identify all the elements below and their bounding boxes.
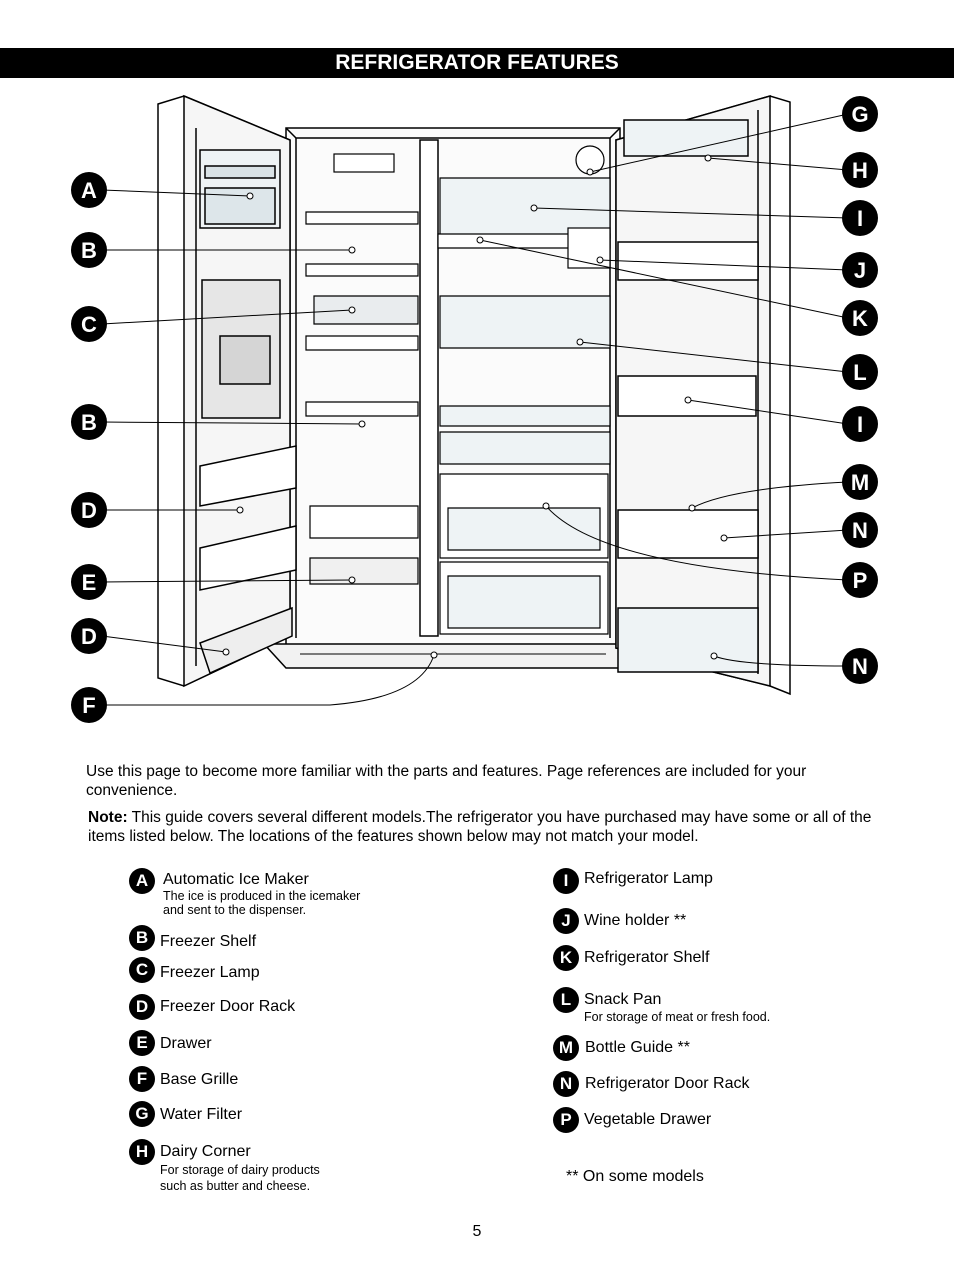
svg-text:K: K: [852, 306, 868, 331]
leader-endpoints: [222, 154, 728, 660]
leader-lines: [101, 113, 849, 706]
legend-badge: H: [129, 1139, 155, 1165]
legend-desc: and sent to the dispenser.: [163, 903, 307, 917]
legend-label: Drawer: [160, 1035, 212, 1052]
legend-label: Vegetable Drawer: [584, 1111, 712, 1128]
legend-label: Freezer Door Rack: [160, 998, 296, 1015]
svg-text:B: B: [81, 238, 97, 263]
svg-text:M: M: [851, 470, 869, 495]
callout-i: I: [842, 200, 878, 236]
legend-badge: D: [129, 994, 155, 1020]
legend-badge: G: [129, 1101, 155, 1127]
legend-badge: A: [129, 868, 155, 894]
legend-desc: such as butter and cheese.: [160, 1179, 311, 1193]
legend-label: Freezer Lamp: [160, 964, 260, 981]
legend-label: Freezer Shelf: [160, 933, 257, 950]
legend-badge: C: [129, 957, 155, 983]
legend-label: Water Filter: [160, 1106, 243, 1123]
callout-m: M: [842, 464, 878, 500]
callout-n: N: [842, 512, 878, 548]
legend-badge: B: [129, 925, 155, 951]
callout-n-2: N: [842, 648, 878, 684]
legend-badge: L: [553, 987, 579, 1013]
callout-e: E: [71, 564, 107, 600]
svg-text:J: J: [854, 258, 866, 283]
legend-desc: The ice is produced in the icemaker: [163, 889, 361, 903]
footnote: ** On some models: [566, 1168, 704, 1185]
legend-badge: J: [553, 908, 579, 934]
note-label: Note:: [88, 809, 128, 826]
callout-h: H: [842, 152, 878, 188]
legend-badge: P: [553, 1107, 579, 1133]
svg-text:I: I: [857, 206, 863, 231]
callouts-left: A B C B D E D F: [71, 172, 107, 723]
legend-label: Snack Pan: [584, 991, 662, 1008]
callout-d: D: [71, 492, 107, 528]
legend-label: Dairy Corner: [160, 1143, 251, 1160]
legend-badge: F: [129, 1066, 155, 1092]
svg-text:L: L: [853, 360, 866, 385]
callout-l: L: [842, 354, 878, 390]
svg-text:D: D: [81, 498, 97, 523]
callout-c: C: [71, 306, 107, 342]
svg-text:B: B: [81, 410, 97, 435]
note-paragraph: Note: This guide covers several differen…: [88, 808, 888, 846]
page-number: 5: [472, 1223, 482, 1240]
intro-paragraph: Use this page to become more familiar wi…: [86, 763, 807, 799]
refrigerator-outline: [157, 94, 791, 696]
svg-text:I: I: [857, 412, 863, 437]
page-title: REFRIGERATOR FEATURES: [335, 51, 619, 74]
callout-p: P: [842, 562, 878, 598]
note-text: This guide covers several different mode…: [88, 809, 872, 845]
svg-text:N: N: [852, 518, 868, 543]
legend-label: Refrigerator Shelf: [584, 949, 710, 966]
callout-i-2: I: [842, 406, 878, 442]
svg-text:N: N: [852, 654, 868, 679]
callout-k: K: [842, 300, 878, 336]
legend-badge: M: [553, 1035, 579, 1061]
callout-b-2: B: [71, 404, 107, 440]
legend-label: Refrigerator Door Rack: [585, 1075, 750, 1092]
legend-badge: I: [553, 868, 579, 894]
legend-desc: For storage of dairy products: [160, 1163, 320, 1177]
svg-text:P: P: [853, 568, 868, 593]
legend-label: Bottle Guide **: [585, 1039, 690, 1056]
svg-text:G: G: [851, 102, 868, 127]
legend-label: Base Grille: [160, 1071, 239, 1088]
legend-label: Automatic Ice Maker: [163, 871, 309, 888]
callout-a: A: [71, 172, 107, 208]
legend-label: Wine holder **: [584, 912, 687, 929]
svg-text:D: D: [81, 624, 97, 649]
legend-badge: N: [553, 1071, 579, 1097]
legend-badge: E: [129, 1030, 155, 1056]
callout-f: F: [71, 687, 107, 723]
refrigerator-diagram: A B C B D E D F G H I J K L I M N P N: [71, 94, 878, 723]
legend-desc: For storage of meat or fresh food.: [584, 1010, 771, 1024]
svg-text:F: F: [82, 693, 95, 718]
legend-badge: K: [553, 945, 579, 971]
svg-text:H: H: [852, 158, 868, 183]
header-bar: REFRIGERATOR FEATURES: [0, 48, 954, 78]
svg-text:C: C: [81, 312, 97, 337]
callout-d-2: D: [71, 618, 107, 654]
legend-label: Refrigerator Lamp: [584, 870, 713, 887]
callouts-right: G H I J K L I M N P N: [842, 96, 878, 684]
callout-b: B: [71, 232, 107, 268]
callout-j: J: [842, 252, 878, 288]
svg-text:E: E: [82, 570, 97, 595]
callout-g: G: [842, 96, 878, 132]
svg-text:A: A: [81, 178, 97, 203]
